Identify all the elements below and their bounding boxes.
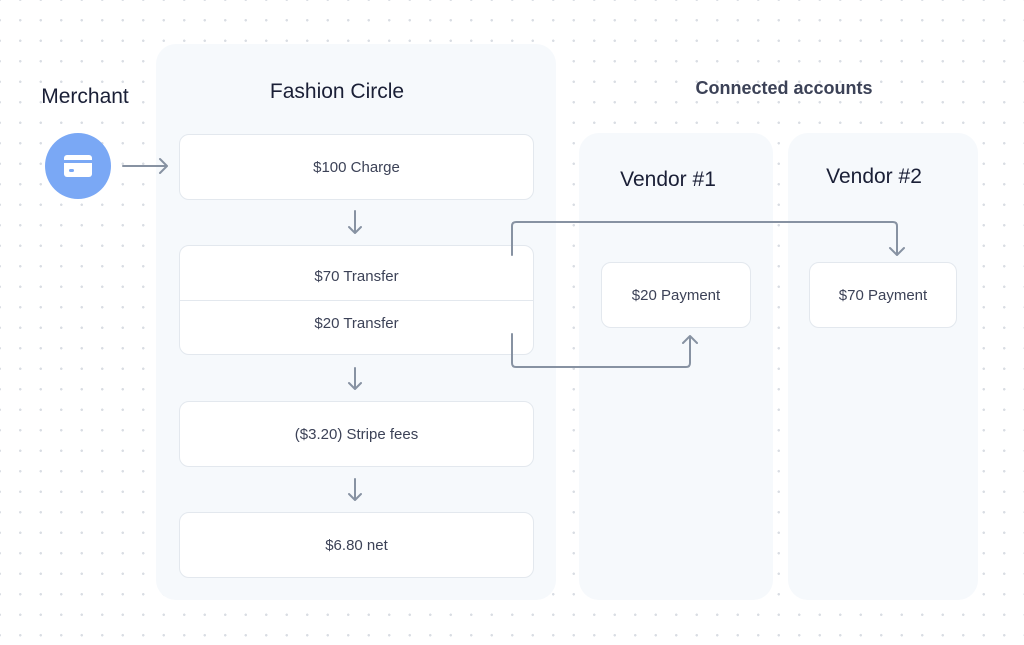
merchant-to-charge-arrow — [122, 158, 168, 174]
charge-to-transfer-arrow — [348, 210, 362, 234]
vendor-2-title: Vendor #2 — [826, 165, 922, 188]
transfer-70-row: $70 Transfer — [180, 246, 533, 301]
merchant-label: Merchant — [41, 85, 129, 108]
transfers-box: $70 Transfer $20 Transfer — [179, 245, 534, 355]
fashion-circle-title: Fashion Circle — [269, 80, 405, 103]
transfer-70-to-vendor-2-arrow — [511, 221, 905, 256]
vendor-1-payment-box: $20 Payment — [601, 262, 751, 328]
transfer-20-to-vendor-1-arrow — [511, 333, 698, 368]
transfer-20-row: $20 Transfer — [314, 314, 399, 332]
vendor-2-payment-box: $70 Payment — [809, 262, 957, 328]
charge-box: $100 Charge — [179, 134, 534, 200]
vendor-1-title: Vendor #1 — [620, 168, 716, 191]
merchant-avatar — [45, 133, 111, 199]
fees-to-net-arrow — [348, 478, 362, 501]
credit-card-icon — [64, 155, 92, 177]
transfer-to-fees-arrow — [348, 367, 362, 390]
connected-accounts-title: Connected accounts — [695, 78, 873, 98]
stripe-fees-box: ($3.20) Stripe fees — [179, 401, 534, 467]
net-box: $6.80 net — [179, 512, 534, 578]
vendor-2-panel — [788, 133, 978, 600]
